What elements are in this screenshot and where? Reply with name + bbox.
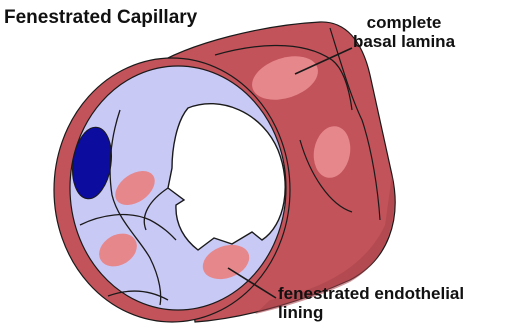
label-endo-line-1: fenestrated endothelial <box>278 285 464 304</box>
diagram-title: Fenestrated Capillary <box>4 8 197 29</box>
label-basal-lamina: complete basal lamina <box>326 14 482 51</box>
label-endo-line-2: lining <box>278 304 464 323</box>
label-basal-line-1: complete <box>326 14 482 33</box>
label-endothelial-lining: fenestrated endothelial lining <box>278 285 464 322</box>
label-basal-line-2: basal lamina <box>326 33 482 52</box>
